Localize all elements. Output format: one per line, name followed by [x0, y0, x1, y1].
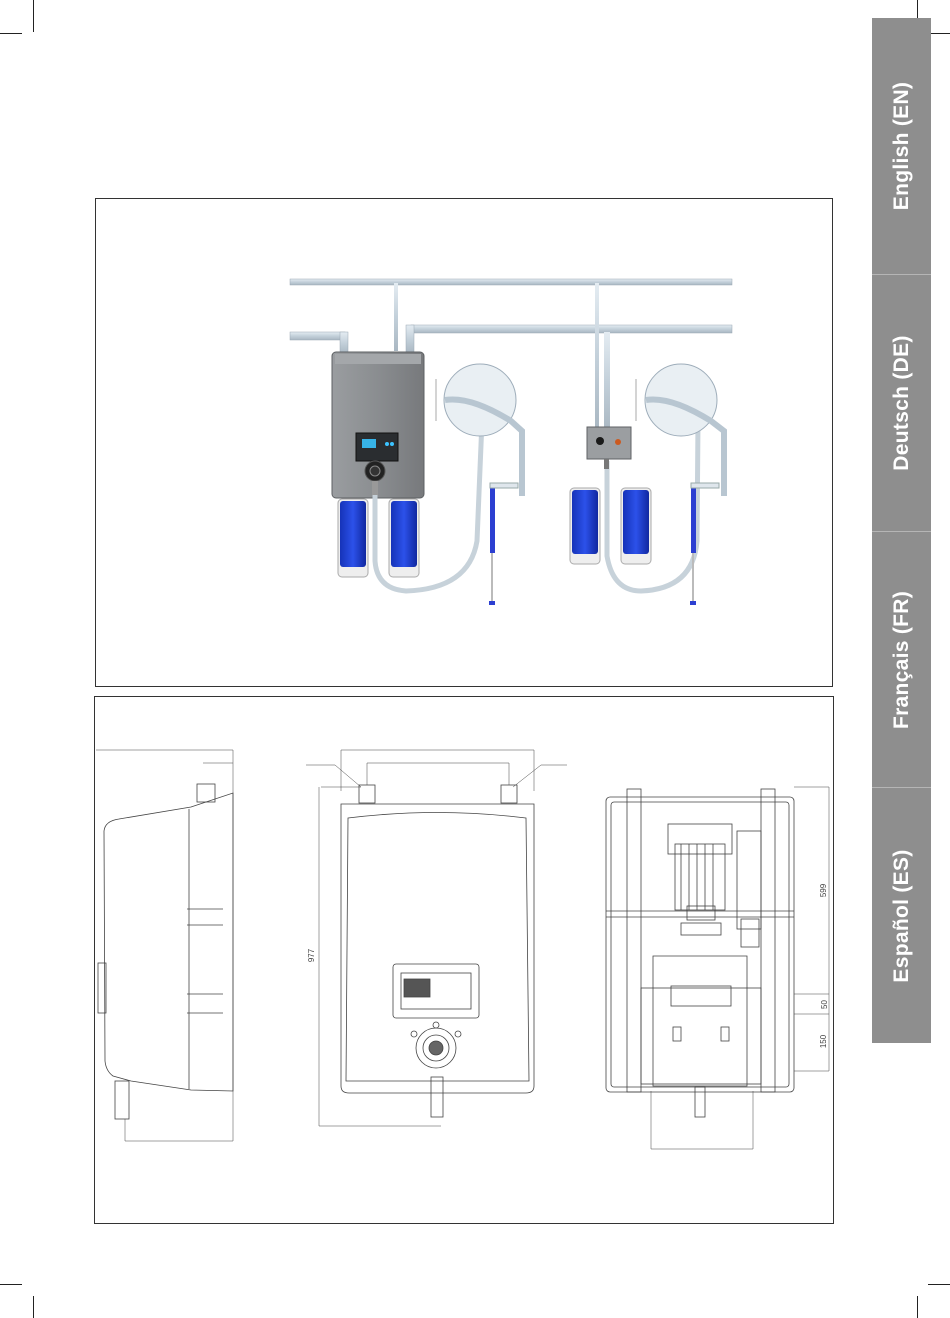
crop-mark — [33, 0, 34, 32]
dimension-label: 599 — [819, 884, 828, 897]
tab-english[interactable]: English (EN) — [872, 18, 931, 275]
tab-label: Français (FR) — [890, 590, 914, 728]
crop-mark — [917, 1296, 918, 1318]
installation-drawing — [96, 199, 832, 686]
container-group-1 — [338, 499, 419, 577]
dimension-label: 50 — [820, 1000, 829, 1009]
dimension-label: 150 — [819, 1035, 828, 1048]
dimension-label: 977 — [307, 949, 316, 962]
crop-mark — [33, 1296, 34, 1318]
tab-label: Deutsch (DE) — [890, 335, 914, 470]
container-group-2 — [570, 488, 651, 564]
installation-illustration — [95, 198, 833, 687]
tab-espanol[interactable]: Español (ES) — [872, 788, 931, 1043]
crop-mark — [928, 1284, 950, 1285]
tab-label: English (EN) — [890, 82, 914, 210]
tab-deutsch[interactable]: Deutsch (DE) — [872, 275, 931, 532]
crop-mark — [928, 33, 950, 34]
crop-mark — [0, 33, 22, 34]
tab-francais[interactable]: Français (FR) — [872, 532, 931, 788]
dimension-drawing — [95, 697, 833, 1223]
tab-label: Español (ES) — [890, 849, 914, 982]
technical-drawings: 977 599 50 150 — [94, 696, 834, 1224]
crop-mark — [0, 1284, 22, 1285]
